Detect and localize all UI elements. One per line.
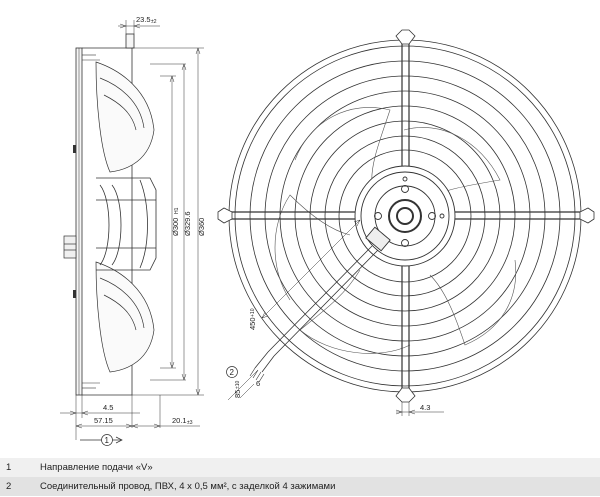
legend-num: 1 (6, 462, 12, 473)
legend-text: Соединительный провод, ПВХ, 4 x 0,5 мм²,… (40, 481, 336, 492)
guard-ring (249, 60, 561, 372)
dim-strip-6: 6 (256, 379, 260, 388)
legend-row: 2 Соединительный провод, ПВХ, 4 x 0,5 мм… (0, 477, 600, 496)
callout-2: 2 (226, 366, 238, 378)
side-view (60, 20, 204, 444)
callout-1: 1 (101, 434, 113, 446)
guard-ring (294, 105, 516, 327)
dim-diam-300-tol: H1 (174, 207, 180, 214)
guard-ring (309, 120, 501, 312)
svg-text:2: 2 (230, 368, 235, 377)
legend-table: 1 Направление подачи «V» 2 Соединительны… (0, 458, 600, 496)
dim-strip-85: 85 (233, 390, 242, 398)
dim-top-offset-tol: ±2 (151, 19, 157, 25)
dim-depth-20-1: 20.1 (172, 416, 187, 425)
front-view (217, 29, 595, 416)
guard-ring (234, 45, 576, 387)
dim-top-offset: 23.5 (136, 15, 151, 24)
dim-cable-length-tol: +10 (250, 308, 256, 317)
guard-ring (264, 75, 546, 357)
dim-cable-length: 450 (248, 317, 257, 330)
svg-text:1: 1 (105, 436, 110, 445)
dim-depth-4-5: 4.5 (103, 403, 113, 412)
dim-depth-57-15: 57.15 (94, 416, 113, 425)
dim-diam-300: Ø300 (171, 218, 180, 236)
technical-drawing: 23.5 ±2 Ø300 H1 Ø329.6 Ø360 4.5 57.15 20… (60, 15, 595, 446)
legend-row: 1 Направление подачи «V» (0, 458, 600, 477)
guard-rings (228, 39, 582, 393)
dim-diam-360: Ø360 (197, 218, 206, 236)
dim-diam-329: Ø329.6 (183, 211, 192, 236)
guard-ring (338, 149, 472, 283)
dim-strip-85-tol: ±10 (235, 380, 241, 389)
guard-ring (324, 135, 486, 297)
legend-text: Направление подачи «V» (40, 462, 153, 473)
dim-depth-20-1-tol: ±3 (187, 420, 193, 426)
legend-num: 2 (6, 481, 12, 492)
dim-hole-4-3: 4.3 (420, 403, 430, 412)
